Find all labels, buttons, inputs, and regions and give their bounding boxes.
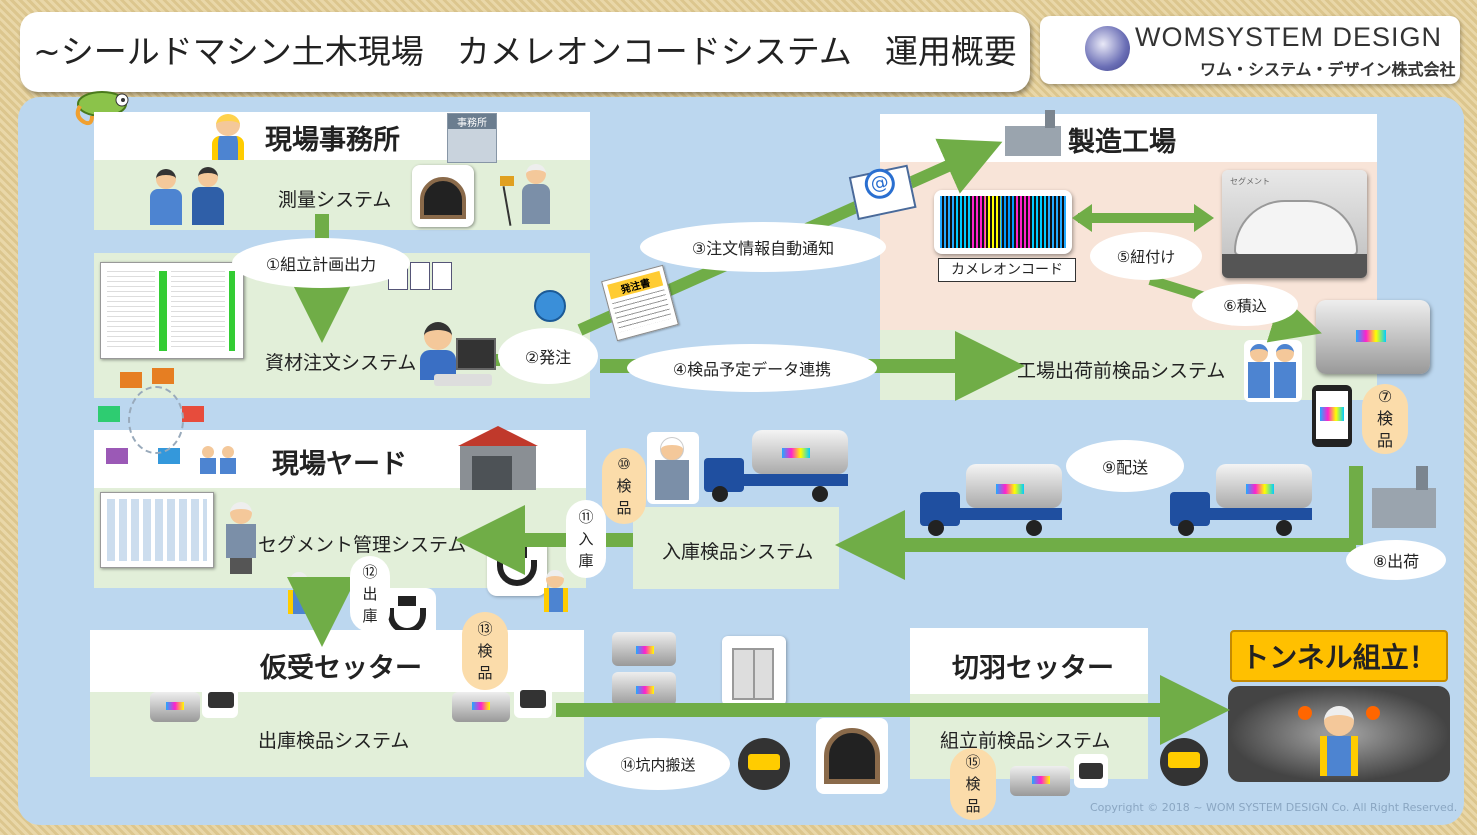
network-globe-icon bbox=[518, 276, 580, 332]
step-3-auto-notify: ③注文情報自動通知 bbox=[640, 222, 886, 272]
copyright-text: Copyright © 2018 ~ WOM SYSTEM DESIGN Co.… bbox=[1090, 801, 1458, 814]
site-office-header bbox=[94, 112, 590, 160]
site-yard-title: 現場ヤード bbox=[272, 449, 407, 480]
segment-mgmt-system-label: セグメント管理システム bbox=[258, 534, 467, 556]
schedule-screenshot bbox=[100, 262, 244, 359]
segment-photo: セグメント bbox=[1222, 170, 1367, 278]
truck-delivery-2 bbox=[1168, 462, 1316, 536]
material-order-system-label: 資材注文システム bbox=[265, 352, 417, 374]
documents-icon bbox=[388, 258, 458, 294]
inbound-check-panel bbox=[633, 507, 839, 589]
truck-delivery-1 bbox=[918, 462, 1066, 536]
step-1-plan-output: ①組立計画出力 bbox=[232, 238, 410, 288]
segment-camera-left bbox=[150, 682, 242, 728]
yard-worker-icon bbox=[222, 498, 262, 576]
shipping-factory-icon bbox=[1372, 462, 1436, 532]
network-computers-icon bbox=[98, 366, 214, 474]
step-6-loading: ⑥積込 bbox=[1192, 284, 1298, 326]
mine-train-icon-left bbox=[738, 738, 790, 790]
elevator-icon bbox=[722, 636, 786, 706]
tunnel-entrance-icon bbox=[816, 718, 888, 794]
step-5-link: ⑤紐付け bbox=[1090, 232, 1202, 280]
inbound-check-system-label: 入庫検品システム bbox=[662, 541, 814, 563]
logo-text-en: WOMSYSTEM DESIGN bbox=[1135, 22, 1443, 52]
temp-setter-title: 仮受セッター bbox=[260, 653, 422, 684]
site-office-title: 現場事務所 bbox=[265, 125, 400, 156]
mine-train-icon-right bbox=[1160, 738, 1208, 786]
operator-at-pc-icon bbox=[420, 318, 496, 390]
logo-text-jp: ワム・システム・デザイン株式会社 bbox=[1200, 60, 1456, 79]
chameleon-code-display bbox=[934, 190, 1072, 254]
tunnel-icon bbox=[412, 165, 474, 227]
chameleon-icon bbox=[75, 91, 129, 126]
segment-camera-right bbox=[452, 680, 556, 728]
tunnel-photo bbox=[1228, 686, 1450, 782]
survey-system-label: 測量システム bbox=[278, 189, 392, 211]
face-setter-header bbox=[910, 628, 1148, 694]
warehouse-icon bbox=[452, 426, 544, 492]
surveyors-discussing-icon bbox=[150, 165, 230, 230]
factory-inspectors-icon bbox=[1244, 340, 1302, 402]
site-manager-icon bbox=[206, 112, 252, 162]
running-workers-icon bbox=[196, 440, 242, 478]
surveyor-tripod-icon bbox=[496, 162, 556, 230]
outbound-check-system-label: 出庫検品システム bbox=[258, 730, 410, 752]
tunnel-assembly-label: トンネル組立！ bbox=[1230, 630, 1448, 682]
factory-icon bbox=[1005, 106, 1061, 158]
stacked-segments-icon bbox=[612, 632, 678, 708]
office-building-icon: 事務所 bbox=[447, 113, 497, 163]
step-4-data-link: ④検品予定データ連携 bbox=[627, 344, 877, 392]
truck-inbound bbox=[702, 428, 852, 502]
chameleon-code-label: カメレオンコード bbox=[938, 258, 1076, 282]
segment-camera-face bbox=[1010, 752, 1110, 800]
pre-assembly-check-system-label: 組立前検品システム bbox=[940, 730, 1111, 752]
step-14-tunnel-transport: ⑭坑内搬送 bbox=[586, 738, 730, 790]
face-setter-title: 切羽セッター bbox=[952, 653, 1114, 684]
step-8-shipment: ⑧出荷 bbox=[1346, 540, 1446, 580]
inbound-inspector-icon bbox=[647, 432, 699, 504]
step-2-order: ②発注 bbox=[498, 328, 598, 384]
company-logo: WOMSYSTEM DESIGN ワム・システム・デザイン株式会社 bbox=[1040, 16, 1460, 84]
logo-globe-icon bbox=[1085, 26, 1130, 71]
segment-mgmt-screenshot bbox=[100, 492, 214, 568]
signal-worker-icon-inbound bbox=[540, 568, 572, 614]
segment-loaded-photo bbox=[1316, 300, 1430, 374]
factory-title: 製造工場 bbox=[1068, 127, 1176, 158]
step-9-delivery: ⑨配送 bbox=[1066, 440, 1184, 492]
factory-pre-ship-system-label: 工場出荷前検品システム bbox=[1017, 360, 1226, 382]
smartphone-scanner-icon bbox=[1312, 385, 1352, 447]
